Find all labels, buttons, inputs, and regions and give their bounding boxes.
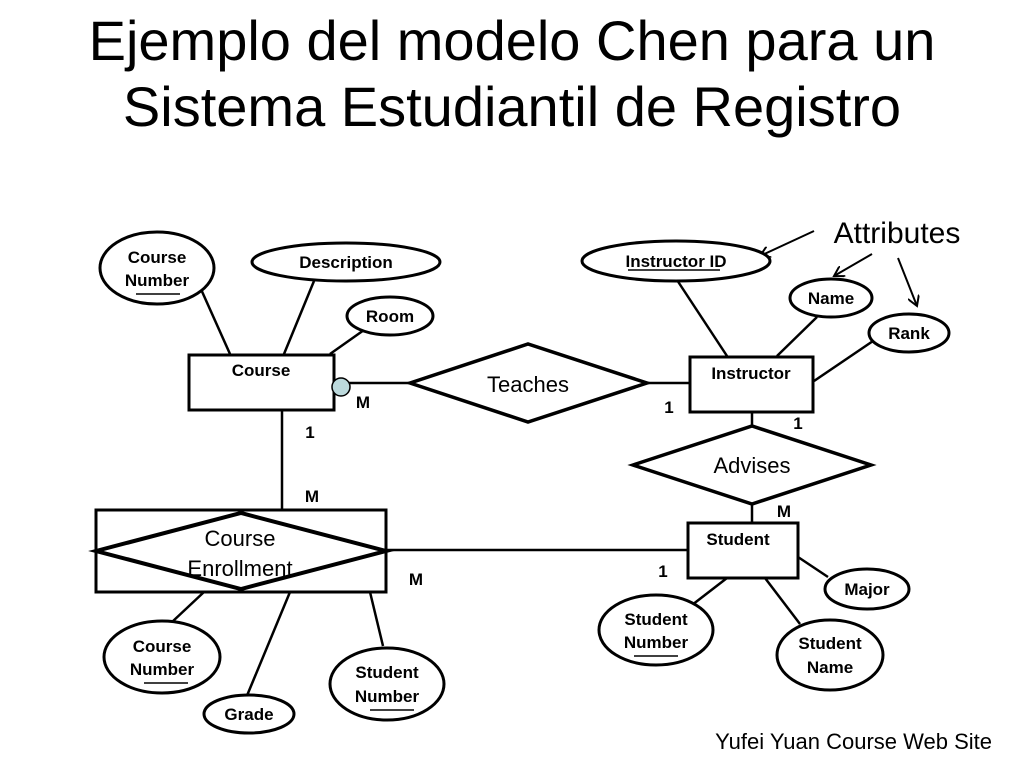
card-student-advises: M: [777, 502, 791, 521]
relationship-teaches: Teaches: [404, 342, 653, 424]
attr-student-name-line1: Student: [798, 634, 862, 653]
attr-student-number-line2: Number: [624, 633, 689, 652]
line-student-studentnumber: [691, 577, 728, 606]
attr-enr-student-number-line1: Student: [355, 663, 419, 682]
card-enrollment-course: M: [305, 487, 319, 506]
attr-room-label: Room: [366, 307, 414, 326]
title-line-2: Sistema Estudiantil de Registro: [122, 75, 902, 138]
course-enrollment-label-line2: Enrollment: [187, 556, 292, 581]
relationship-advises-label: Advises: [713, 453, 790, 478]
attr-rank-label: Rank: [888, 324, 930, 343]
course-enrollment-label-line1: Course: [205, 526, 276, 551]
attr-course-number-line2: Number: [125, 271, 190, 290]
associative-entity-course-enrollment: Course Enrollment: [88, 508, 394, 594]
attribute-enrollment-student-number: Student Number: [328, 646, 446, 722]
line-rank-instructor: [813, 339, 874, 383]
line-instructorid-instructor: [675, 279, 729, 357]
line-student-studentname: [764, 577, 801, 625]
participation-circle: [331, 377, 351, 397]
entity-course-label: Course: [232, 361, 291, 380]
attr-description-label: Description: [299, 253, 393, 272]
attribute-enrollment-course-number: Course Number: [102, 619, 222, 695]
attribute-student-name: Student Name: [775, 618, 885, 692]
attributes-callout-label: Attributes: [834, 217, 961, 250]
attr-enr-student-number-line2: Number: [355, 687, 420, 706]
card-course-teaches: M: [356, 393, 370, 412]
entity-course: Course: [187, 353, 336, 412]
attribute-room: Room: [345, 295, 435, 337]
line-enrollment-coursenumber: [171, 591, 205, 623]
line-enrollment-studentnumber: [368, 591, 385, 647]
attribute-course-number: Course Number: [98, 230, 216, 306]
cardinality-labels: M 1 1 M 1 M M 1: [305, 393, 803, 589]
line-description-course: [282, 280, 316, 355]
callout-arrow-name: [834, 253, 873, 276]
line-enrollment-grade: [244, 591, 292, 699]
relationship-teaches-label: Teaches: [487, 372, 569, 397]
title-line-1: Ejemplo del modelo Chen para un: [88, 9, 936, 72]
connector-lines: [171, 279, 874, 699]
attr-student-number-line1: Student: [624, 610, 688, 629]
attr-enr-course-number-line1: Course: [133, 637, 192, 656]
attribute-student-number: Student Number: [597, 593, 715, 667]
entity-student-label: Student: [706, 530, 770, 549]
relationship-advises: Advises: [627, 424, 877, 506]
attribute-major: Major: [823, 567, 911, 611]
attribute-instructor-id: Instructor ID: [580, 239, 772, 283]
attr-major-label: Major: [844, 580, 890, 599]
attr-name-label: Name: [808, 289, 854, 308]
page-title: Ejemplo del modelo Chen para un Sistema …: [0, 8, 1024, 140]
source-credit: Yufei Yuan Course Web Site: [715, 729, 992, 754]
line-student-major: [797, 555, 829, 579]
callout-arrow-instructor-id: [760, 230, 815, 256]
attribute-rank: Rank: [867, 312, 951, 354]
attr-enr-course-number-line2: Number: [130, 660, 195, 679]
line-room-course: [329, 328, 365, 356]
line-course-number-course: [198, 286, 232, 355]
callout-arrow-rank: [897, 257, 917, 306]
attributes-callout-arrows: [760, 230, 917, 306]
attribute-grade: Grade: [202, 693, 296, 735]
entity-instructor-label: Instructor: [711, 364, 791, 383]
line-name-instructor: [776, 316, 818, 357]
attribute-name: Name: [788, 277, 874, 319]
card-instructor-advises: 1: [793, 414, 802, 433]
card-instructor-teaches: 1: [664, 398, 673, 417]
card-student-enrollment: 1: [658, 562, 667, 581]
attr-instructor-id-label: Instructor ID: [625, 252, 726, 271]
attr-grade-label: Grade: [224, 705, 273, 724]
attr-student-name-line2: Name: [807, 658, 853, 677]
card-enrollment-student: M: [409, 570, 423, 589]
entity-instructor: Instructor: [688, 355, 815, 414]
attr-course-number-line1: Course: [128, 248, 187, 267]
attribute-description: Description: [250, 241, 442, 283]
card-course-enrollment: 1: [305, 423, 314, 442]
entity-student: Student: [686, 521, 800, 580]
